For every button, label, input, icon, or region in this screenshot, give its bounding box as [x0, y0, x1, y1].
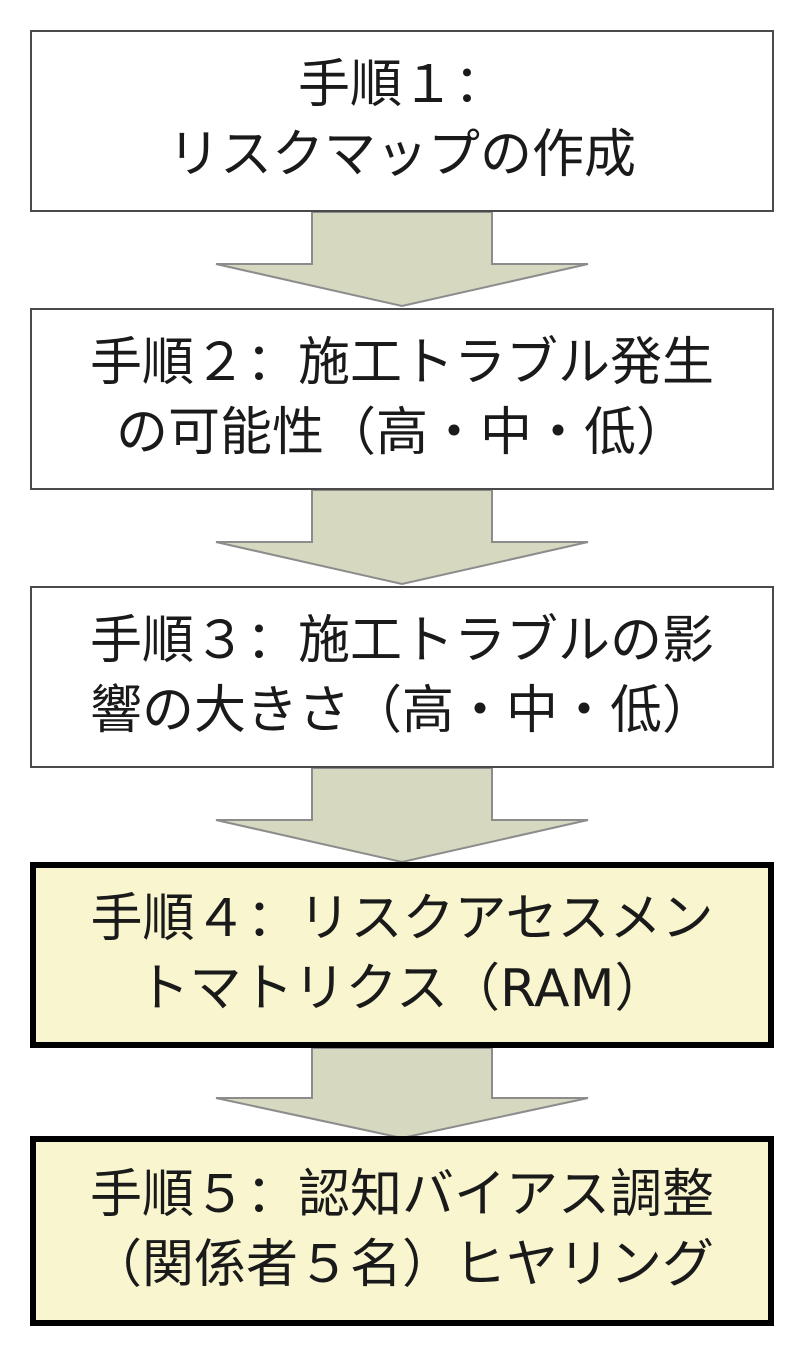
down-arrow-icon [215, 212, 589, 308]
flow-arrow-2-to-3 [212, 490, 592, 586]
down-arrow-icon [215, 1048, 589, 1140]
step-1-box: 手順１： リスクマップの作成 [30, 30, 774, 212]
flow-arrow-3-to-4 [212, 768, 592, 864]
step-3-line-1: 手順３：施工トラブルの影 [89, 611, 714, 672]
step-3-box: 手順３：施工トラブルの影 響の大きさ（高・中・低） [30, 586, 774, 768]
step-5-line-2: （関係者５名）ヒヤリング [89, 1235, 714, 1295]
step-2-box: 手順２：施工トラブル発生 の可能性（高・中・低） [30, 308, 774, 490]
step-5-line-1: 手順５：認知バイアス調整 [89, 1165, 714, 1226]
step-4-box: 手順４：リスクアセスメン トマトリクス（RAM） [30, 862, 774, 1048]
step-5-box: 手順５：認知バイアス調整 （関係者５名）ヒヤリング [30, 1136, 774, 1326]
step-4-line-1: 手順４：リスクアセスメン [90, 889, 714, 950]
flow-arrow-1-to-2 [212, 212, 592, 308]
step-2-line-2: の可能性（高・中・低） [115, 403, 688, 463]
step-1-line-2: リスクマップの作成 [167, 125, 636, 185]
step-4-line-2: トマトリクス（RAM） [137, 959, 667, 1019]
step-1-line-1: 手順１： [297, 55, 506, 116]
flow-arrow-4-to-5 [212, 1048, 592, 1140]
step-2-line-1: 手順２：施工トラブル発生 [89, 333, 714, 394]
down-arrow-icon [215, 768, 589, 864]
step-3-line-2: 響の大きさ（高・中・低） [89, 681, 714, 741]
down-arrow-icon [215, 490, 589, 586]
